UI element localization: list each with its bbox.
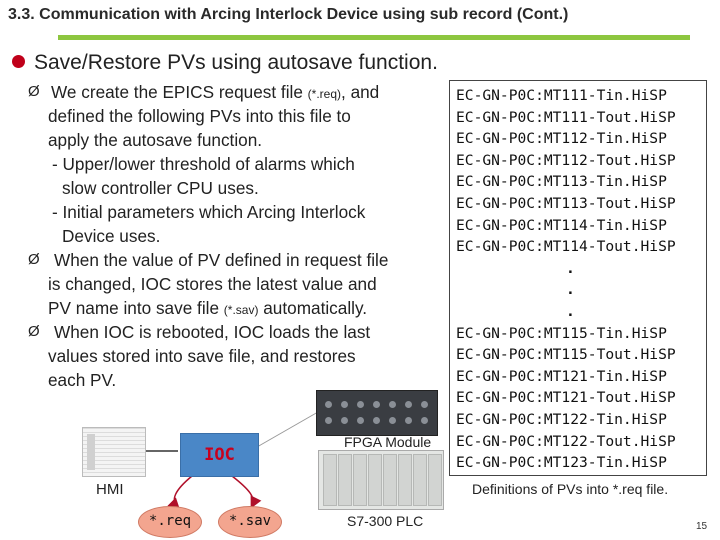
pv-list-item: EC-GN-P0C:MT115-Tout.HiSP [456, 346, 676, 364]
hmi-screen-icon [82, 427, 146, 477]
pv-list-ellipsis: . [566, 302, 575, 320]
pv-list-item: EC-GN-P0C:MT113-Tout.HiSP [456, 194, 676, 212]
pv-list-item: EC-GN-P0C:MT111-Tin.HiSP [456, 87, 667, 104]
bullet-1-line-5: slow controller CPU uses. [62, 178, 259, 198]
sav-file-ellipse: *.sav [218, 506, 282, 538]
ioc-to-fpga-link [256, 411, 319, 448]
plc-image [318, 450, 444, 510]
bullet-2-line-3: PV name into save file (*.sav) automatic… [48, 298, 368, 318]
req-file-label: *.req [148, 513, 192, 529]
bullet-1-line-4: - Upper/lower threshold of alarms which [52, 154, 355, 174]
bullet-3-line-1: Ø When IOC is rebooted, IOC loads the la… [28, 322, 371, 342]
pv-list-item: EC-GN-P0C:MT121-Tin.HiSP [456, 367, 667, 385]
ioc-to-sav-arrow [231, 475, 262, 509]
pv-list-item: EC-GN-P0C:MT113-Tin.HiSP [456, 173, 667, 191]
fpga-module-label: FPGA Module [344, 434, 432, 450]
bullet-3-line-2: values stored into save file, and restor… [48, 346, 356, 366]
pv-list-item: EC-GN-P0C:MT114-Tin.HiSP [456, 216, 667, 234]
pv-list-item: EC-GN-P0C:MT112-Tin.HiSP [456, 130, 667, 148]
pv-list-caption: Definitions of PVs into *.req file. [472, 481, 669, 497]
arrow-bullet-icon: Ø [28, 323, 40, 340]
pv-list-ellipsis: . [566, 259, 575, 277]
pv-list: EC-GN-P0C:MT111-Tin.HiSP EC-GN-P0C:MT111-… [456, 85, 676, 474]
ioc-to-req-arrow [167, 475, 193, 511]
page-number: 15 [696, 521, 708, 532]
bullet-1-line-2: defined the following PVs into this file… [48, 106, 351, 126]
pv-list-item: EC-GN-P0C:MT111-Tout.HiSP [456, 108, 676, 126]
arrow-bullet-icon: Ø [28, 251, 40, 268]
slide-title: 3.3. Communication with Arcing Interlock… [8, 6, 569, 23]
pv-list-ellipsis: . [566, 281, 575, 299]
title-underline [58, 35, 690, 40]
main-bullet-text: Save/Restore PVs using autosave function… [34, 51, 438, 74]
bullet-3-line-3: each PV. [48, 370, 117, 390]
pv-list-box [449, 80, 707, 476]
hmi-label: HMI [96, 481, 124, 498]
bullet-2-line-1: Ø When the value of PV defined in reques… [28, 250, 389, 270]
pv-list-item: EC-GN-P0C:MT112-Tout.HiSP [456, 151, 676, 169]
bullet-1-line-7: Device uses. [62, 226, 161, 246]
plc-label: S7-300 PLC [347, 513, 424, 529]
bullet-dot-icon [12, 55, 25, 68]
fpga-module-image [316, 390, 438, 436]
arrow-bullet-icon: Ø [28, 83, 40, 100]
body-text: Ø We create the EPICS request file (*.re… [22, 80, 442, 392]
bullet-2-line-2: is changed, IOC stores the latest value … [48, 274, 377, 294]
pv-list-item: EC-GN-P0C:MT115-Tin.HiSP [456, 324, 667, 342]
ioc-label: IOC [204, 445, 235, 465]
pv-list-item: EC-GN-P0C:MT122-Tout.HiSP [456, 432, 676, 450]
pv-list-item: EC-GN-P0C:MT121-Tout.HiSP [456, 389, 676, 407]
bullet-1-line-3: apply the autosave function. [48, 130, 263, 150]
pv-list-item: EC-GN-P0C:MT123-Tin.HiSP [456, 454, 667, 472]
ioc-box: IOC [180, 433, 259, 477]
pv-list-item: EC-GN-P0C:MT122-Tin.HiSP [456, 410, 667, 428]
bullet-1-line-6: - Initial parameters which Arcing Interl… [52, 202, 366, 222]
bullet-1-line-1: Ø We create the EPICS request file (*.re… [28, 82, 380, 102]
sav-file-label: *.sav [228, 513, 272, 529]
req-file-ellipse: *.req [138, 506, 202, 538]
pv-list-item: EC-GN-P0C:MT114-Tout.HiSP [456, 238, 676, 256]
